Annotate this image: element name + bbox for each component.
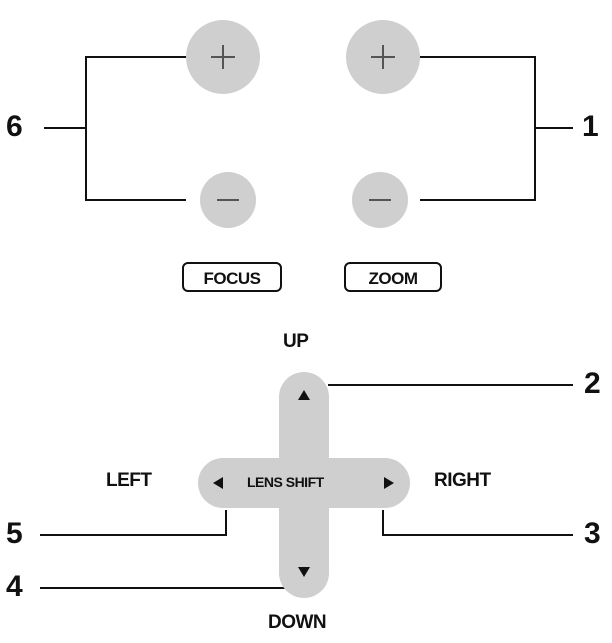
leader-line-5: [40, 510, 227, 536]
callout-4: 4: [6, 570, 23, 603]
direction-up-label: UP: [283, 331, 309, 352]
leader-line-6: [85, 56, 186, 201]
arrow-up-icon[interactable]: [298, 390, 310, 400]
direction-down-label: DOWN: [268, 612, 327, 633]
callout-3: 3: [584, 517, 601, 550]
arrow-right-icon[interactable]: [384, 477, 394, 489]
leader-line-1: [420, 56, 536, 201]
callout-2: 2: [584, 367, 601, 400]
zoom-minus-button[interactable]: [352, 172, 408, 228]
direction-right-label: RIGHT: [434, 470, 491, 491]
lens-shift-pad-horizontal: [198, 458, 410, 508]
focus-caption: FOCUS: [182, 262, 282, 292]
zoom-caption: ZOOM: [344, 262, 442, 292]
callout-6: 6: [6, 110, 23, 143]
direction-left-label: LEFT: [106, 470, 152, 491]
focus-plus-button[interactable]: [186, 20, 260, 94]
lens-shift-label: LENS SHIFT: [247, 474, 324, 490]
callout-1: 1: [582, 110, 599, 143]
leader-line-3: [382, 510, 573, 536]
zoom-plus-button[interactable]: [346, 20, 420, 94]
arrow-left-icon[interactable]: [213, 477, 223, 489]
callout-5: 5: [6, 517, 23, 550]
arrow-down-icon[interactable]: [298, 567, 310, 577]
focus-minus-button[interactable]: [200, 172, 256, 228]
